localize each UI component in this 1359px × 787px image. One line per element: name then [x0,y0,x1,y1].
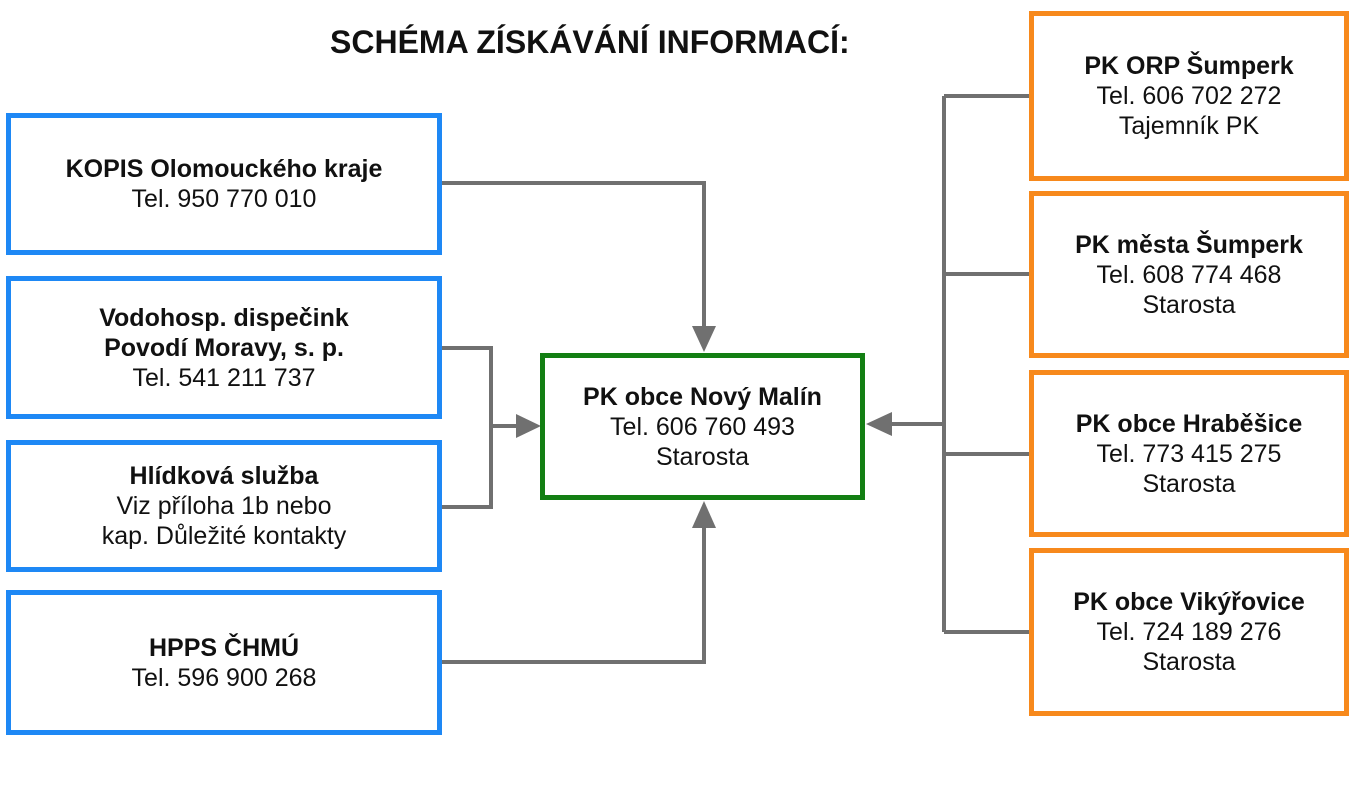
box-name: Vodohosp. dispečink [99,303,349,332]
box-phone: Tel. 541 211 737 [132,363,316,392]
box-role: Tajemník PK [1118,112,1260,140]
diagram-title: SCHÉMA ZÍSKÁVÁNÍ INFORMACÍ: [330,24,850,60]
box-hlidkova-sluzba: Hlídková služba Viz příloha 1b nebo kap.… [6,440,442,572]
box-phone: Tel. 950 770 010 [131,185,317,213]
box-name: KOPIS Olomouckého kraje [65,155,383,183]
box-note-line1: Viz příloha 1b nebo [116,492,332,520]
box-hpps-chmu: HPPS ČHMÚ Tel. 596 900 268 [6,590,442,735]
connector-vodohosp [441,346,493,509]
box-name: PK ORP Šumperk [1084,52,1294,80]
arrowhead-top [692,326,716,352]
box-name: PK obce Vikýřovice [1073,588,1305,616]
box-phone: Tel. 606 702 272 [1096,82,1282,110]
box-name-line2: Povodí Moravy, s. p. [104,333,344,362]
box-note-line2: kap. Důležité kontakty [101,522,347,550]
box-role: Starosta [1142,290,1236,319]
arrowhead-right [866,412,892,436]
box-orp-sumperk: PK ORP Šumperk Tel. 606 702 272 Tajemník… [1029,11,1349,181]
box-phone: Tel. 606 760 493 [610,412,795,441]
box-name: Hlídková služba [129,462,319,490]
box-name: PK obce Nový Malín [583,382,822,411]
arrowhead-bottom [692,501,716,528]
box-center-novy-malin: PK obce Nový Malín Tel. 606 760 493 Star… [540,353,865,500]
box-phone: Tel. 596 900 268 [131,663,317,692]
box-name: PK obce Hraběšice [1075,409,1303,438]
box-role: Starosta [655,442,750,471]
box-phone: Tel. 608 774 468 [1096,260,1282,289]
box-name: HPPS ČHMÚ [148,633,299,662]
box-role: Starosta [1142,648,1236,676]
box-vodohosp: Vodohosp. dispečink Povodí Moravy, s. p.… [6,276,442,419]
connector-hpps [441,524,706,664]
box-obce-hrabesice: PK obce Hraběšice Tel. 773 415 275 Staro… [1029,370,1349,537]
connector-kopis [441,181,706,330]
box-name: PK města Šumperk [1075,230,1303,259]
arrowhead-left [516,414,541,438]
box-phone: Tel. 773 415 275 [1096,439,1282,468]
box-kopis: KOPIS Olomouckého kraje Tel. 950 770 010 [6,113,442,255]
box-obce-vikyrovice: PK obce Vikýřovice Tel. 724 189 276 Star… [1029,548,1349,716]
box-phone: Tel. 724 189 276 [1096,618,1282,646]
box-role: Starosta [1142,469,1236,498]
box-mesta-sumperk: PK města Šumperk Tel. 608 774 468 Staros… [1029,191,1349,358]
